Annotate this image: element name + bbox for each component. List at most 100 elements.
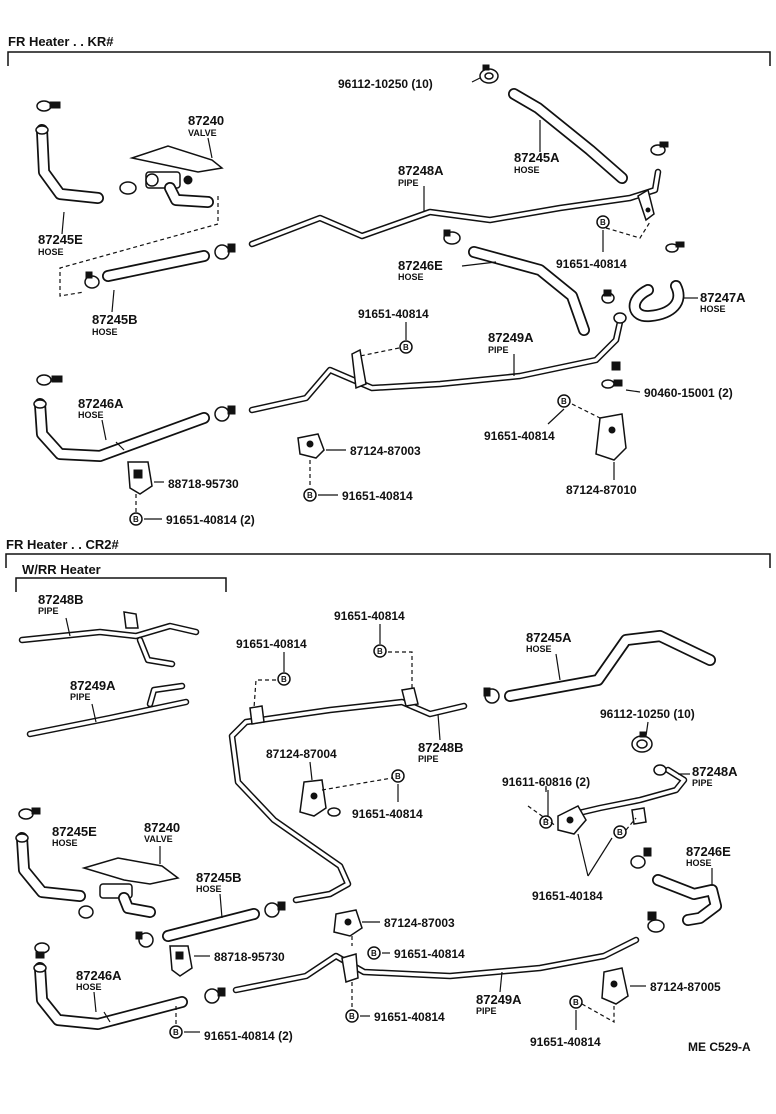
label-87248A-bottom: 87248A <box>692 764 738 779</box>
svg-text:B: B <box>600 218 606 227</box>
hose-87245A-bottom <box>504 630 716 702</box>
bolt-91651-top-d: B <box>303 488 317 502</box>
clip-87246E-top <box>443 229 461 245</box>
label-91651-bottom-g: 91651-40814 <box>374 1010 445 1024</box>
clip-96112-bottom <box>631 731 653 753</box>
pipe-87248B-bottom <box>228 698 468 904</box>
sub-section-bracket <box>15 577 227 592</box>
clip-87245B-top-b <box>214 243 236 260</box>
bottom-section-title: FR Heater . . CR2# <box>6 537 119 552</box>
label-87248B-bottom-sub: PIPE <box>418 754 439 764</box>
svg-text:B: B <box>307 491 313 500</box>
label-87249A-bottom-sub: PIPE <box>476 1006 497 1016</box>
bracket-87248A-top <box>637 188 655 222</box>
top-section-title: FR Heater . . KR# <box>8 34 114 49</box>
svg-text:B: B <box>377 647 383 656</box>
top-section-bracket <box>7 51 771 66</box>
clip-96112-top <box>479 64 499 84</box>
pipe-87248B-wrr <box>18 611 200 668</box>
hose-87246E-bottom <box>652 874 722 926</box>
svg-text:B: B <box>173 1028 179 1037</box>
reference-code: ME C529-A <box>688 1040 751 1054</box>
svg-text:B: B <box>561 397 567 406</box>
clip-87245B-bottom-a <box>135 931 154 948</box>
label-87124-87004: 87124-87004 <box>266 747 337 761</box>
bolt-91651-bottom-a: B <box>277 672 291 686</box>
label-87245A-bottom: 87245A <box>526 630 572 645</box>
label-87245E-bottom: 87245E <box>52 824 97 839</box>
valve-87240-top <box>119 145 224 208</box>
svg-text:B: B <box>617 828 623 837</box>
label-90460-top: 90460-15001 (2) <box>644 386 733 400</box>
label-87124-87003-top: 87124-87003 <box>350 444 421 458</box>
label-91651-bottom-a: 91651-40814 <box>236 637 307 651</box>
svg-text:B: B <box>281 675 287 684</box>
bolt-91651-40184: B <box>613 825 627 839</box>
label-87240-bottom: 87240 <box>144 820 180 835</box>
label-96112-bottom: 96112-10250 (10) <box>600 707 695 721</box>
label-87248A-bottom-sub: PIPE <box>692 778 713 788</box>
label-96112-top: 96112-10250 (10) <box>338 77 433 91</box>
label-91651-bottom-b: 91651-40814 <box>334 609 405 623</box>
label-87246A-top-sub: HOSE <box>78 410 104 420</box>
valve-87240-bottom <box>78 857 180 919</box>
label-91651-bottom-d: 91651-40814 <box>394 947 465 961</box>
bracket-87249A-bottom <box>341 953 359 983</box>
bolt-91651-bottom-d: B <box>367 946 381 960</box>
clip-87249A-top-end <box>611 312 627 371</box>
sub-section-title: W/RR Heater <box>22 562 101 577</box>
bracket-87249A-top <box>351 348 367 390</box>
label-87246E-bottom-sub: HOSE <box>686 858 712 868</box>
label-87249A-top: 87249A <box>488 330 534 345</box>
label-87248A-top: 87248A <box>398 163 444 178</box>
svg-text:B: B <box>349 1012 355 1021</box>
svg-text:B: B <box>133 515 139 524</box>
hose-87245E-bottom <box>15 832 86 902</box>
hose-87247A-top <box>628 280 685 323</box>
hose-87246A-top <box>33 398 210 462</box>
clip-87246A-bottom-b <box>204 987 226 1004</box>
hose-87246A-bottom <box>33 962 188 1030</box>
bolt-91651-top-b: B <box>399 340 413 354</box>
label-87246A-bottom: 87246A <box>76 968 122 983</box>
label-87249A-wrr-sub: PIPE <box>70 692 91 702</box>
bolt-91651-bottom-f: B <box>169 1025 183 1039</box>
label-87249A-bottom: 87249A <box>476 992 522 1007</box>
label-87245B-bottom-sub: HOSE <box>196 884 222 894</box>
label-87247A-top: 87247A <box>700 290 746 305</box>
label-87245B-top-sub: HOSE <box>92 327 118 337</box>
bolt-91651-bottom-b: B <box>373 644 387 658</box>
label-91651-top-a: 91651-40814 <box>556 257 627 271</box>
clip-87247A-top <box>601 289 615 304</box>
label-87245B-bottom: 87245B <box>196 870 242 885</box>
label-91651-top-e: 91651-40814 (2) <box>166 513 255 527</box>
label-87245E-top: 87245E <box>38 232 83 247</box>
clamp-87124-87003-bottom <box>333 909 363 937</box>
clip-87246A-top-a <box>36 374 63 386</box>
hose-87245A-top <box>508 88 628 184</box>
clip-87246E-bottom <box>630 847 652 869</box>
label-87245E-bottom-sub: HOSE <box>52 838 78 848</box>
clip-87245B-bottom-b <box>264 901 286 918</box>
svg-text:B: B <box>403 343 409 352</box>
clip-87245A-bottom <box>483 687 500 704</box>
clamp-87124-87004 <box>299 779 341 817</box>
clip-88718-bottom <box>169 945 193 977</box>
label-87248B-wrr: 87248B <box>38 592 84 607</box>
bolt-91651-top-e: B <box>129 512 143 526</box>
label-88718-bottom: 88718-95730 <box>214 950 285 964</box>
label-87247A-top-sub: HOSE <box>700 304 726 314</box>
label-87124-87010-top: 87124-87010 <box>566 483 637 497</box>
hose-87245B-top <box>102 250 210 282</box>
flange-87248A-bottom <box>557 764 667 835</box>
clip-88718-top <box>127 461 153 495</box>
label-91651-bottom-f: 91651-40814 (2) <box>204 1029 293 1043</box>
clip-87245B-top-a <box>84 271 100 289</box>
clip-90460-top <box>601 379 623 389</box>
hose-87245E-top <box>35 124 104 204</box>
label-87249A-wrr: 87249A <box>70 678 116 693</box>
label-87246E-top-sub: HOSE <box>398 272 424 282</box>
label-91651-top-c: 91651-40814 <box>484 429 555 443</box>
label-87249A-top-sub: PIPE <box>488 345 509 355</box>
